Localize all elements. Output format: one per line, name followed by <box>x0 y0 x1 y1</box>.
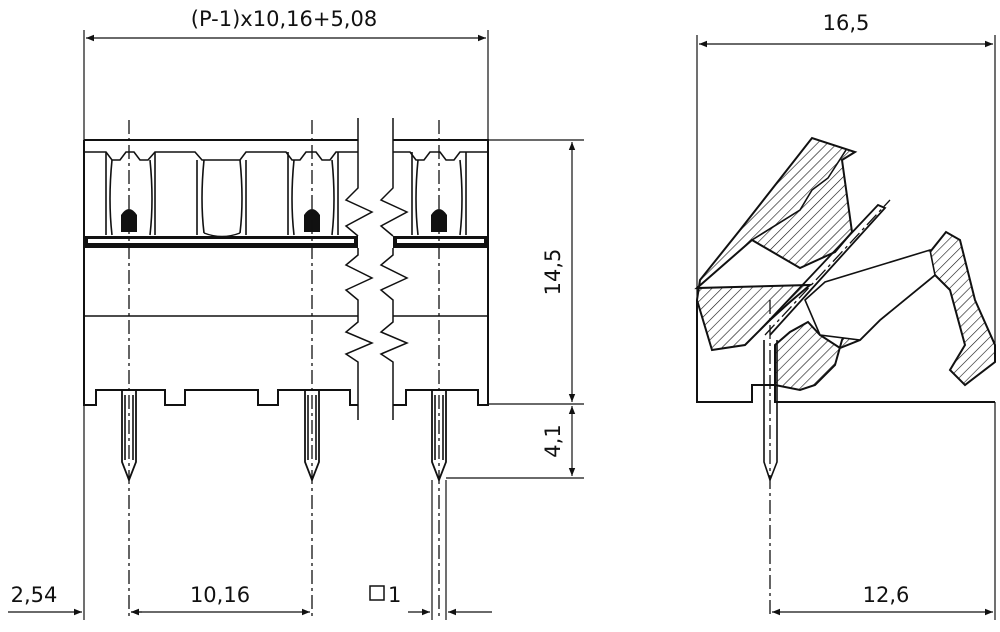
pin-to-back-label: 12,6 <box>863 583 910 607</box>
square-symbol-icon <box>369 585 385 601</box>
side-view <box>694 136 996 618</box>
front-dimensions: (P-1)x10,16+5,08 14,5 4,1 2,54 10,16 1 <box>8 7 584 620</box>
pin-length-label: 4,1 <box>541 424 565 457</box>
height-label: 14,5 <box>541 249 565 296</box>
pin-offset-label: 2,54 <box>11 583 58 607</box>
side-width-label: 16,5 <box>823 11 870 35</box>
side-dimensions: 16,5 12,6 <box>696 11 996 620</box>
front-view <box>83 118 489 618</box>
pitch-label: 10,16 <box>190 583 250 607</box>
overall-width-label: (P-1)x10,16+5,08 <box>191 7 377 31</box>
pin-square-label: 1 <box>388 583 401 607</box>
